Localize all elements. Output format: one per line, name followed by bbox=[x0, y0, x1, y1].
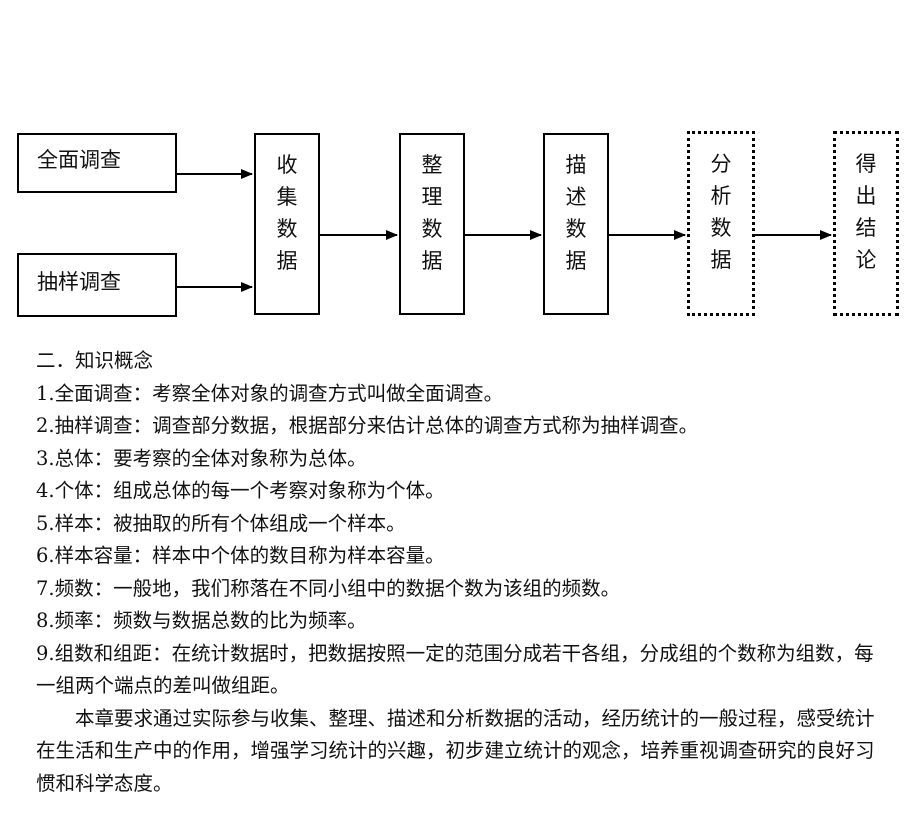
step-collect-char: 集 bbox=[276, 185, 298, 209]
concept-item-1: 1.全面调查：考察全体对象的调查方式叫做全面调查。 bbox=[36, 381, 504, 405]
concept-item-2: 2.抽样调查：调查部分数据，根据部分来估计总体的调查方式称为抽样调查。 bbox=[36, 414, 699, 437]
step-conclude-char: 出 bbox=[855, 184, 877, 208]
concept-item-5: 5.样本：被抽取的所有个体组成一个样本。 bbox=[36, 511, 406, 535]
step-analyze-char: 据 bbox=[710, 248, 732, 272]
box-full-survey-label: 全面调查 bbox=[37, 148, 121, 172]
concept-item-4: 4.个体：组成总体的每一个考察对象称为个体。 bbox=[36, 479, 445, 502]
step-describe-char: 描 bbox=[565, 153, 587, 177]
step-describe-char: 述 bbox=[565, 185, 587, 209]
step-conclude-char: 论 bbox=[855, 248, 877, 272]
step-collect-char: 数 bbox=[276, 217, 298, 241]
step-analyze-char: 析 bbox=[710, 184, 732, 208]
step-describe-data: 描 述 数 据 bbox=[543, 133, 609, 315]
step-analyze-char: 分 bbox=[710, 152, 732, 176]
concept-item-3: 3.总体：要考察的全体对象称为总体。 bbox=[36, 446, 367, 470]
step-analyze-data: 分 析 数 据 bbox=[687, 131, 755, 316]
step-organize-char: 整 bbox=[421, 153, 443, 177]
box-sample-survey-label: 抽样调查 bbox=[37, 270, 121, 294]
flow-arrows bbox=[177, 169, 832, 292]
step-conclude-char: 结 bbox=[855, 216, 877, 240]
step-analyze-char: 数 bbox=[710, 216, 732, 240]
step-describe-char: 数 bbox=[565, 217, 587, 241]
concept-item-9: 9.组数和组距：在统计数据时，把数据按照一定的范围分成若干各组，分成组的个数称为… bbox=[36, 641, 874, 698]
step-organize-char: 理 bbox=[421, 185, 443, 209]
box-full-survey: 全面调查 bbox=[17, 133, 177, 193]
step-conclude-char: 得 bbox=[855, 152, 877, 176]
concept-item-7: 7.频数：一般地，我们称落在不同小组中的数据个数为该组的频数。 bbox=[36, 576, 621, 600]
step-draw-conclusion: 得 出 结 论 bbox=[833, 131, 899, 316]
concept-item-6: 6.样本容量：样本中个体的数目称为样本容量。 bbox=[36, 544, 445, 567]
knowledge-section: 二．知识概念 1.全面调查：考察全体对象的调查方式叫做全面调查。 2.抽样调查：… bbox=[36, 345, 892, 800]
step-collect-char: 收 bbox=[276, 153, 298, 177]
section-heading: 二．知识概念 bbox=[36, 349, 154, 372]
step-collect-char: 据 bbox=[276, 249, 298, 273]
concept-item-8: 8.频率：频数与数据总数的比为频率。 bbox=[36, 609, 367, 632]
step-organize-char: 数 bbox=[421, 217, 443, 241]
step-organize-char: 据 bbox=[421, 249, 443, 273]
box-sample-survey: 抽样调查 bbox=[17, 253, 177, 317]
chapter-summary: 本章要求通过实际参与收集、整理、描述和分析数据的活动，经历统计的一般过程，感受统… bbox=[36, 706, 875, 795]
step-organize-data: 整 理 数 据 bbox=[399, 133, 465, 315]
step-describe-char: 据 bbox=[565, 249, 587, 273]
step-collect-data: 收 集 数 据 bbox=[254, 133, 320, 315]
